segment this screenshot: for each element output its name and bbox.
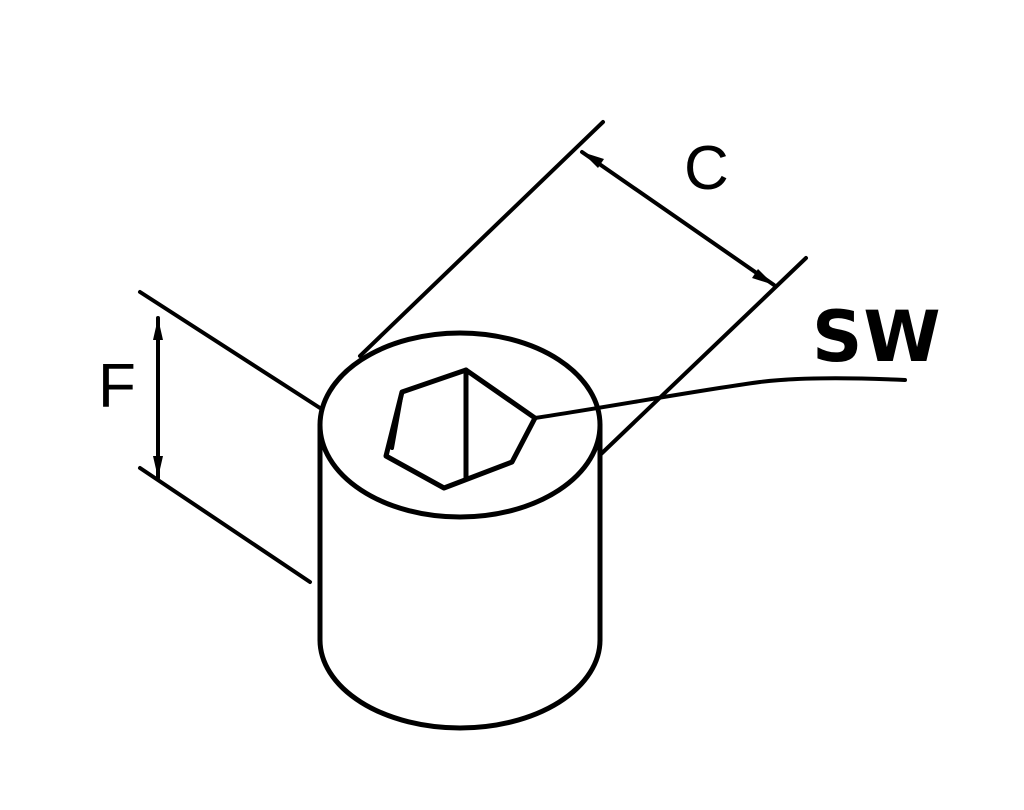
dimension-c-extension-right — [598, 256, 808, 457]
dimension-f-extension-top — [138, 290, 322, 410]
hex-socket-inner-edge — [390, 390, 404, 450]
dimension-f-arrow-bottom — [153, 456, 163, 478]
dimension-f — [138, 290, 322, 584]
cylinder-top-ellipse — [317, 330, 603, 520]
hex-socket-outline — [383, 367, 538, 491]
dimension-f-label: F — [98, 352, 136, 421]
dimension-c-arrow-end — [752, 269, 774, 285]
sw-leader — [533, 376, 907, 420]
hex-socket — [383, 367, 538, 491]
dimension-c-line — [580, 150, 776, 287]
sw-leader-line — [533, 376, 907, 420]
dimension-c — [358, 120, 808, 457]
dimension-f-arrow-top — [153, 318, 163, 340]
dimension-c-extension-left — [358, 120, 605, 358]
sw-label: SW — [812, 296, 942, 378]
dimension-f-extension-bottom — [138, 466, 312, 584]
cylinder-bottom-arc — [317, 637, 603, 731]
dimension-c-label: C — [684, 134, 729, 203]
cylinder-body — [317, 330, 603, 731]
dimension-c-arrow-start — [582, 152, 604, 168]
